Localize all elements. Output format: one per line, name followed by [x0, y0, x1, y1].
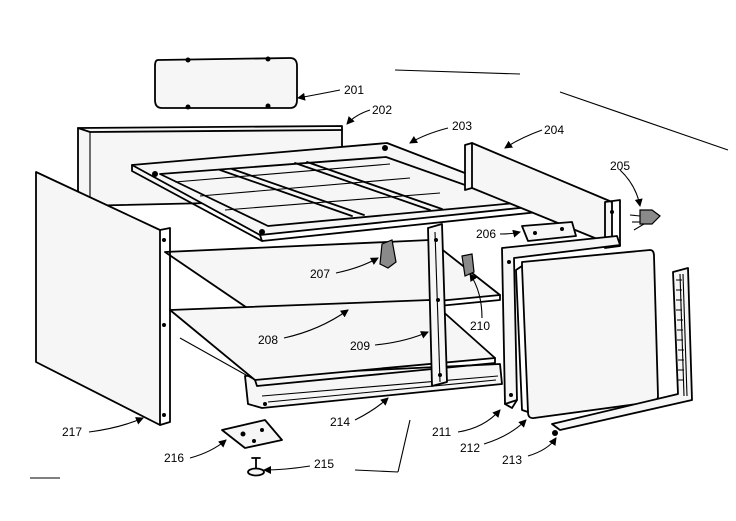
part-201-top-cover-plate [154, 56, 298, 110]
part-203-top-frame [131, 142, 549, 242]
label-215: 215 [314, 457, 334, 471]
part-205-latch [629, 209, 661, 231]
callout-labels: 201 202 203 204 205 206 207 208 209 210 … [62, 83, 630, 471]
part-208-shelf [164, 239, 501, 387]
label-205: 205 [610, 159, 630, 173]
label-202: 202 [372, 103, 392, 117]
leader-lines [88, 89, 643, 474]
label-216: 216 [164, 451, 184, 465]
part-210-clip [461, 253, 475, 277]
label-204: 204 [544, 123, 564, 137]
part-206-bracket [521, 221, 577, 242]
part-212-door [515, 249, 659, 420]
label-210: 210 [470, 319, 490, 333]
label-213: 213 [502, 453, 522, 467]
label-214: 214 [330, 415, 350, 429]
label-217: 217 [62, 425, 82, 439]
part-207-clip [379, 239, 397, 269]
part-211-door-frame [501, 235, 621, 409]
part-217-left-side-panel [35, 171, 171, 426]
label-211: 211 [432, 425, 451, 439]
label-206: 206 [476, 227, 496, 241]
label-212: 212 [460, 441, 480, 455]
label-208: 208 [258, 333, 278, 347]
part-215-leveling-foot [247, 457, 265, 477]
part-213-door-trim [551, 267, 693, 436]
label-209: 209 [350, 339, 370, 353]
stray-lines [30, 69, 729, 479]
part-209-front-post [427, 223, 448, 387]
label-207: 207 [310, 267, 330, 281]
part-216-corner-bracket [221, 419, 283, 449]
label-203: 203 [452, 119, 472, 133]
label-201: 201 [344, 83, 364, 97]
